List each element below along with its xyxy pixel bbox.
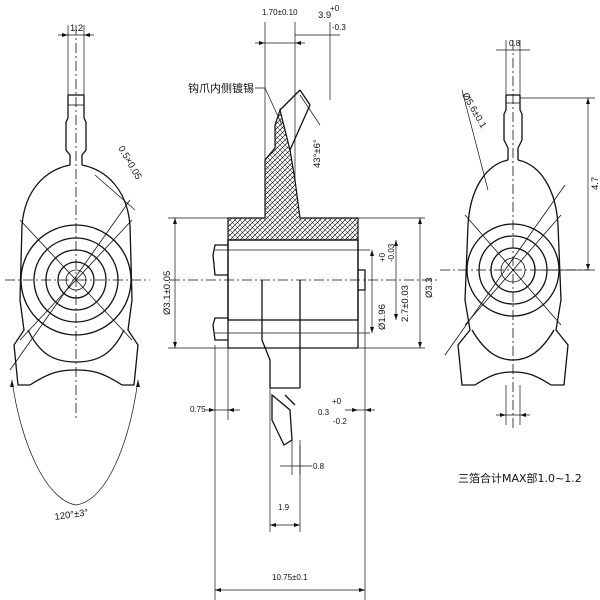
dim-label-3-9-tol-plus: +0: [330, 4, 340, 13]
dim-label-0-8-right: 0.8: [509, 39, 521, 48]
dim-label-angle-43: 43°±6°: [312, 139, 323, 168]
note-mating-max: 三箔合计MAX部1.0~1.2: [458, 471, 582, 485]
dim-label-1-2: 1.2: [70, 23, 83, 34]
dim-label-dia-3-3: Ø3.3: [424, 277, 435, 298]
dim-label-0-3-tol-minus: -0.2: [333, 417, 347, 426]
note-hook-tin-plated: 钩爪内侧镀锡: [188, 81, 254, 95]
dim-label-angle-120: 120°±3°: [54, 507, 89, 523]
left-end-view: [5, 25, 150, 506]
dim-label-0-8-mid: 0.8: [313, 462, 325, 471]
dim-label-4-7: 4.7: [590, 177, 600, 190]
dim-label-0-3: 0.3: [318, 408, 330, 417]
right-end-view: [440, 40, 595, 430]
dim-label-dia-1-96-tol-minus: -0.03: [387, 243, 396, 262]
dim-label-0-75: 0.75: [190, 405, 206, 414]
dim-label-dia-3-1: Ø3.1±0.05: [162, 271, 173, 315]
dim-label-3-9: 3.9: [318, 10, 331, 21]
center-side-view: [168, 22, 440, 600]
dim-label-chamfer-left: 0.5×0.05: [115, 144, 143, 182]
dim-label-10-75: 10.75±0.1: [272, 573, 308, 582]
dim-label-1-70: 1.70±0.10: [262, 8, 298, 17]
dim-label-dia-1-96: Ø1.96: [377, 304, 388, 330]
dim-label-1-9: 1.9: [278, 503, 290, 512]
dim-label-dia-1-96-tol-plus: +0: [378, 252, 387, 262]
dim-label-0-3-tol-plus: +0: [332, 397, 342, 406]
dim-label-chamfer-right: Ø5.6±0.1: [459, 91, 488, 130]
dim-label-2-7: 2.7±0.03: [400, 285, 411, 322]
dim-label-3-9-tol-minus: -0.3: [332, 23, 346, 32]
